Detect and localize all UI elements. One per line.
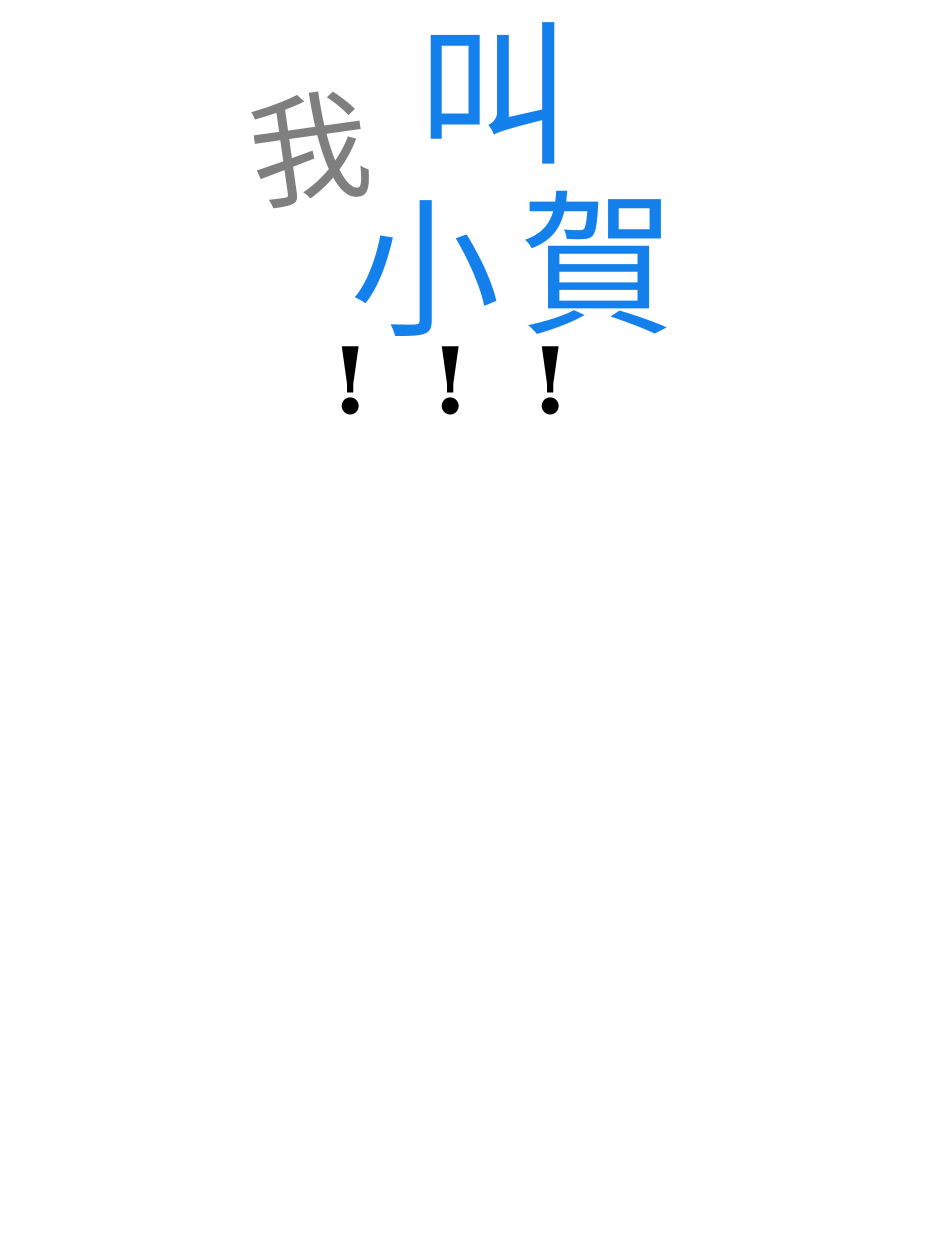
char-he: 賀 <box>520 177 675 358</box>
exclamation-mark-3: ! <box>530 327 571 435</box>
char-xiao: 小 <box>350 186 501 360</box>
exclamation-mark-1: ! <box>330 327 371 435</box>
char-jiao: 叫 <box>416 7 571 188</box>
exclamation-mark-2: ! <box>430 327 471 435</box>
